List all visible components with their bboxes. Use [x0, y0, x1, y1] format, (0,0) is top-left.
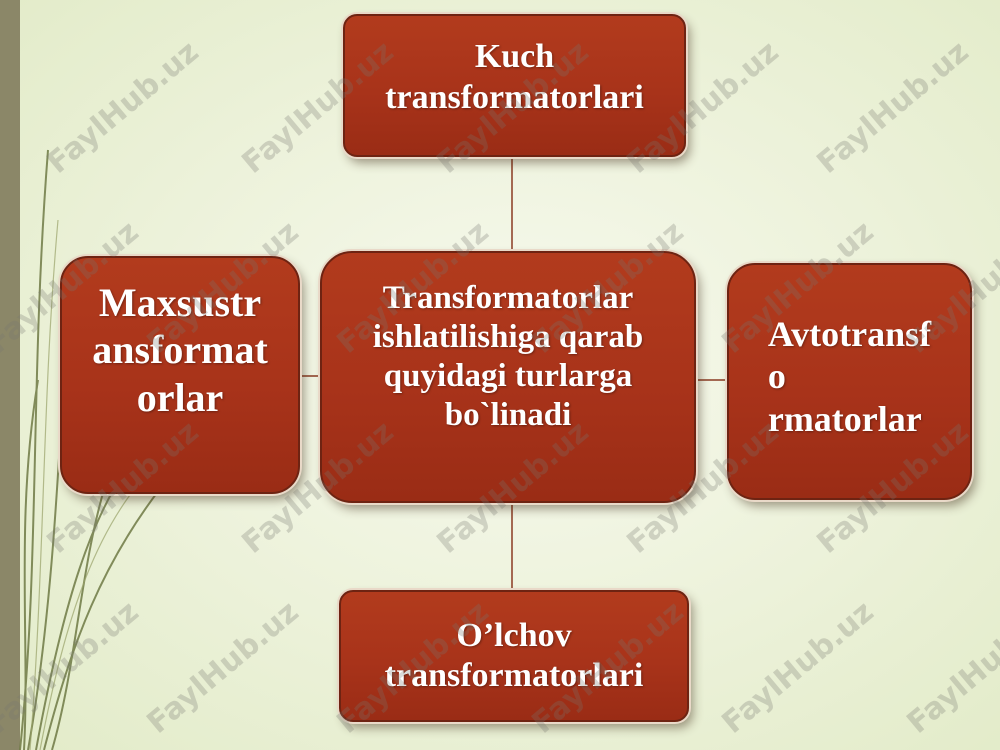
- node-kuch-transformatorlari: Kuch transformatorlari: [343, 14, 686, 157]
- node-right-label: Avtotransf o rmatorlar: [767, 313, 932, 439]
- node-top-label: Kuch transformatorlari: [385, 38, 644, 116]
- node-avtotransformatorlar: Avtotransf o rmatorlar: [727, 263, 972, 500]
- node-bottom-label: O’lchov transformatorlari: [384, 616, 644, 694]
- node-olchov-transformatorlari: O’lchov transformatorlari: [339, 590, 689, 722]
- node-maxsus-transformatorlar: Maxsustr ansformat orlar: [60, 256, 300, 494]
- slide-side-bar: [0, 0, 20, 750]
- node-center-topic: Transformatorlar ishlatilishiga qarab qu…: [320, 251, 696, 503]
- node-center-label: Transformatorlar ishlatilishiga qarab qu…: [372, 280, 644, 433]
- node-left-label: Maxsustr ansformat orlar: [92, 280, 268, 420]
